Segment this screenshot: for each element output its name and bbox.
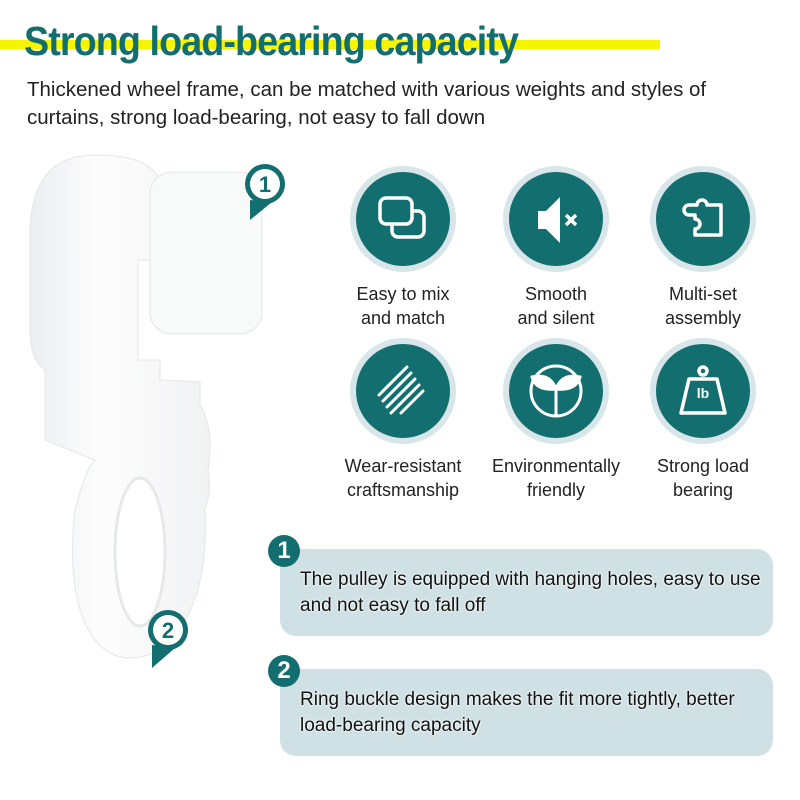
feature-multi-set: Multi-set assembly (628, 166, 778, 330)
feature-label: Strong load (656, 456, 750, 476)
feature-label: Smooth (524, 284, 588, 304)
marker-1: 1 (245, 164, 285, 220)
page-title: Strong load-bearing capacity (24, 18, 519, 64)
note-1: The pulley is equipped with hanging hole… (280, 549, 773, 636)
note-2: Ring buckle design makes the fit more ti… (280, 669, 773, 756)
weight-unit-label: lb (696, 385, 710, 401)
feature-label: Multi-set (668, 284, 737, 304)
feature-label: Environmentally (491, 456, 621, 476)
leaf-sprout-icon (509, 344, 603, 438)
feature-label: craftsmanship (346, 480, 460, 500)
diagonal-lines-icon (356, 344, 450, 438)
note-number-badge: 1 (268, 535, 300, 567)
svg-text:1: 1 (259, 172, 271, 197)
marker-2: 2 (148, 610, 188, 668)
puzzle-icon (656, 172, 750, 266)
feature-label: and silent (517, 308, 595, 328)
speaker-mute-icon (509, 172, 603, 266)
feature-label: Easy to mix (356, 284, 450, 304)
note-number-badge: 2 (268, 655, 300, 687)
weight-lb-icon: lb (656, 344, 750, 438)
feature-mix-match: Easy to mix and match (328, 166, 478, 330)
feature-label: and match (360, 308, 446, 328)
subtitle: Thickened wheel frame, can be matched wi… (27, 78, 707, 129)
feature-load-bearing: lb Strong load bearing (628, 338, 778, 502)
feature-eco-friendly: Environmentally friendly (481, 338, 631, 502)
feature-label: friendly (526, 480, 586, 500)
svg-text:2: 2 (162, 618, 174, 643)
feature-label: assembly (664, 308, 742, 328)
feature-label: bearing (672, 480, 734, 500)
feature-wear-resistant: Wear-resistant craftsmanship (328, 338, 478, 502)
note-text: The pulley is equipped with hanging hole… (300, 569, 761, 616)
note-text: Ring buckle design makes the fit more ti… (300, 689, 735, 736)
curtain-hook-product-image: 1 2 (29, 154, 285, 668)
overlapping-squares-icon (356, 172, 450, 266)
title-highlight-line (0, 40, 660, 49)
feature-label: Wear-resistant (344, 456, 462, 476)
feature-smooth-silent: Smooth and silent (481, 166, 631, 330)
